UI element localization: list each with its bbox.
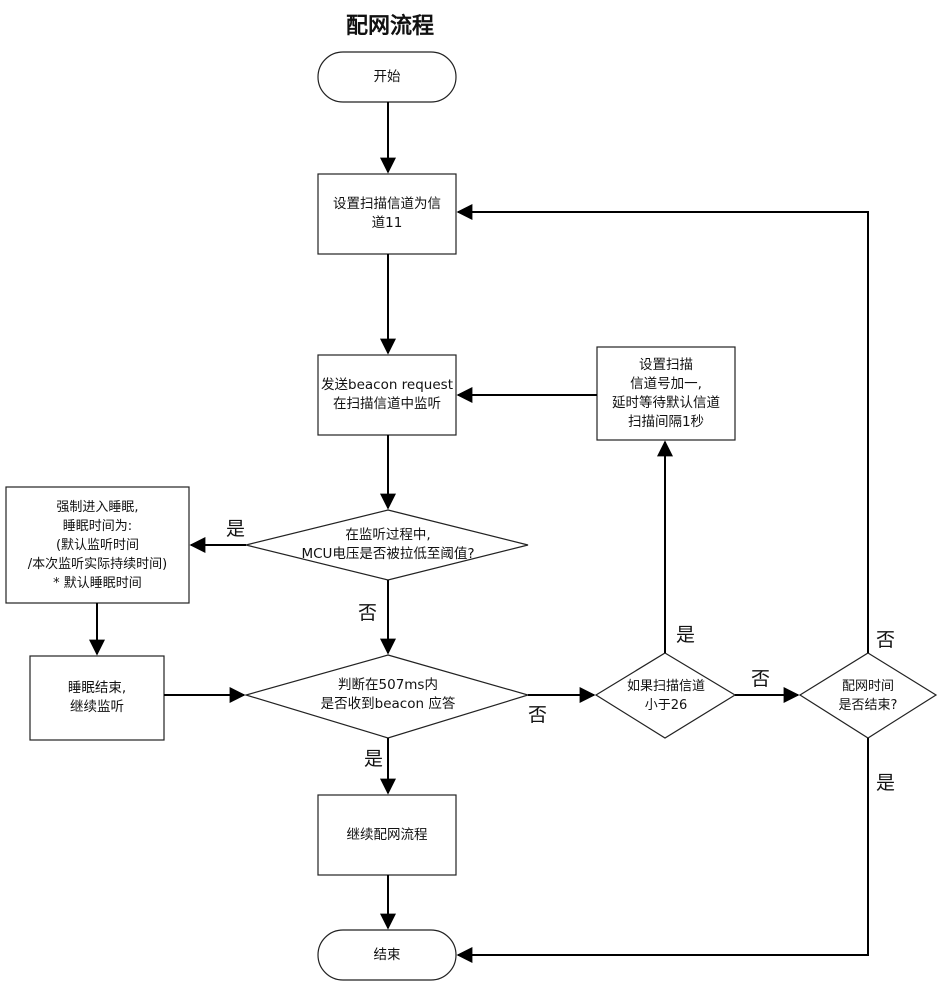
edge-timeout-yes-to-end [458,738,868,955]
response-yes-label: 是 [364,744,383,771]
check-timeout-label: 配网时间 是否结束? [818,674,918,718]
diagram-title: 配网流程 [290,8,490,40]
channel-no-label: 否 [751,664,770,691]
continue-flow-label: 继续配网流程 [318,795,456,875]
increment-channel-label: 设置扫描 信道号加一, 延时等待默认信道 扫描间隔1秒 [597,347,735,440]
check-voltage-label: 在监听过程中, MCU电压是否被拉低至阈值? [266,522,510,568]
response-no-label: 否 [528,700,547,727]
sleep-end-label: 睡眠结束, 继续监听 [30,656,164,740]
timeout-no-label: 否 [876,625,895,652]
channel-yes-label: 是 [676,620,695,647]
send-beacon-label: 发送beacon request 在扫描信道中监听 [316,355,458,435]
voltage-no-label: 否 [358,598,377,625]
timeout-yes-label: 是 [876,768,895,795]
set-channel-label: 设置扫描信道为信 道11 [318,174,456,254]
end-node-label: 结束 [318,930,456,980]
force-sleep-label: 强制进入睡眠, 睡眠时间为: (默认监听时间 /本次监听实际持续时间) * 默认… [6,487,189,603]
check-response-label: 判断在507ms内 是否收到beacon 应答 [266,672,510,718]
check-channel-label: 如果扫描信道 小于26 [610,674,722,718]
start-node-label: 开始 [318,52,456,102]
voltage-yes-label: 是 [226,514,245,541]
